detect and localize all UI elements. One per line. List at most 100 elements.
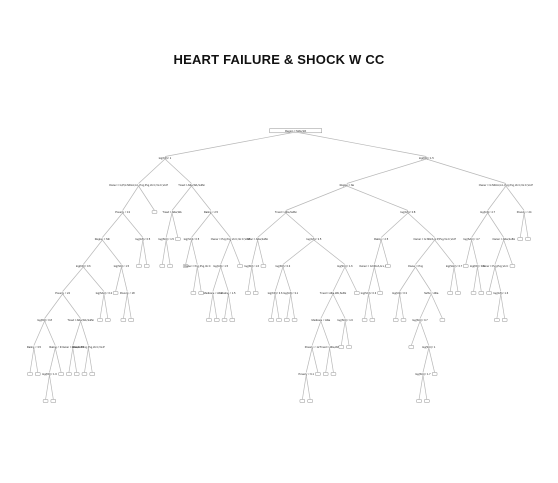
split-label: log(SCt)< 1.6 <box>337 318 353 322</box>
tree-edge <box>496 293 502 319</box>
tree-edge <box>33 347 39 373</box>
tree-edge <box>210 212 231 238</box>
tree-edge <box>72 320 81 346</box>
tree-edge <box>286 293 292 319</box>
tree-edge <box>523 212 529 238</box>
split-label: Tmed = Allta,WA <box>320 345 340 349</box>
split-label: Medicare < Allta <box>204 291 223 295</box>
leaf-node <box>221 318 228 322</box>
split-label: Rating < 3.5 <box>27 345 42 349</box>
tree-edge <box>171 212 179 238</box>
tree-edge <box>500 293 506 319</box>
leaf-node <box>136 264 142 268</box>
leaf-node <box>377 291 383 295</box>
tree-edge <box>415 266 432 292</box>
split-label: Region = Ne <box>340 183 355 187</box>
tree-edge <box>477 266 482 292</box>
leaf-node <box>190 291 197 295</box>
split-label: Rating < 2.5 <box>374 237 389 241</box>
tree-edge <box>165 239 171 265</box>
tree-edge <box>332 266 346 292</box>
split-label: log(SAC)< 0.7 <box>446 264 463 268</box>
split-label: log(KD)< 1.5 <box>419 156 434 160</box>
leaf-node <box>183 264 189 268</box>
tree-edge <box>305 347 313 373</box>
split-label: Tmed = Allta,WA <box>162 210 182 214</box>
tree-edge <box>185 239 192 265</box>
split-label: log(SCt)< 0.7 <box>412 318 428 322</box>
split-label: log(KD)< 1.6 <box>244 264 259 268</box>
tree-edge <box>62 266 84 292</box>
tree-edge <box>449 266 455 292</box>
leaf-node <box>494 318 500 322</box>
tree-edge <box>68 347 74 373</box>
leaf-node <box>463 264 469 268</box>
tree-edge <box>305 374 311 400</box>
split-label: log(GS)< 0.8 <box>401 210 416 214</box>
split-label: Poverty < 18 <box>120 291 135 295</box>
leaf-node <box>268 318 274 322</box>
split-label: log(KD)< 1.6 <box>470 264 485 268</box>
split-label: Owner = G:NDcA,G:P,Pvg,Vo:C,Vo:P <box>413 237 456 241</box>
leaf-node <box>400 318 407 322</box>
tree-edge <box>282 239 315 265</box>
tree-edge <box>138 185 155 211</box>
split-label: log(KD)< 0.8 <box>37 318 52 322</box>
leaf-node <box>315 372 321 376</box>
leaf-node <box>525 237 531 241</box>
tree-edge <box>325 347 330 373</box>
tree-edge <box>193 266 198 292</box>
leaf-node <box>214 318 220 322</box>
split-label: log(GS)< 1.5 <box>213 264 228 268</box>
tree-edge <box>395 293 400 319</box>
tree-edge <box>171 185 192 211</box>
tree-edge <box>295 131 427 157</box>
split-label: log(SAC)< 0.2 <box>96 291 113 295</box>
leaf-node <box>502 318 508 322</box>
split-label: Owner = Allta,Suffsi <box>492 237 515 241</box>
tree-edge <box>191 185 212 211</box>
leaf-node <box>323 372 329 376</box>
tree-edge <box>212 266 221 292</box>
leaf-node <box>50 399 56 403</box>
root-node-box <box>269 128 322 134</box>
tree-edge <box>311 320 322 346</box>
tree-edge <box>426 158 506 184</box>
tree-edge <box>282 266 292 292</box>
leaf-node <box>369 318 376 322</box>
split-label: Mfac = Allta,Suffsi <box>247 237 268 241</box>
tree-edge <box>410 320 421 346</box>
tree-edge <box>473 266 478 292</box>
split-label: Tmed = Allta,WA,Suffsi <box>320 291 347 295</box>
split-label: log(GS)< 3.1 <box>283 291 298 295</box>
tree-edge <box>49 347 56 373</box>
split-label: Rating < 2.5 <box>204 210 219 214</box>
tree-edge <box>257 212 286 238</box>
tree-edge <box>380 212 409 238</box>
split-label: log(GS)< 4.7 <box>480 210 495 214</box>
tree-edge <box>285 185 347 211</box>
tree-edge <box>364 293 369 319</box>
leaf-node <box>159 264 165 268</box>
leaf-node <box>206 318 212 322</box>
tree-edge <box>422 347 430 373</box>
tree-edge <box>115 266 122 292</box>
tree-edge <box>320 320 330 346</box>
split-label: Owner = Pvg,Pvg,Vo:C,Vo:P <box>72 345 105 349</box>
tree-edge <box>224 293 229 319</box>
leaf-node <box>330 372 337 376</box>
split-label: log(KD)< 1.6 <box>42 372 57 376</box>
leaf-node <box>447 291 453 295</box>
tree-edge <box>62 293 81 319</box>
split-label: Poverty < 9.1 <box>299 372 315 376</box>
leaf-node <box>198 291 204 295</box>
leaf-node <box>307 399 313 403</box>
split-label: log(GS)< 0.5 <box>135 237 150 241</box>
leaf-node <box>385 264 391 268</box>
leaf-node <box>455 291 461 295</box>
tree-edge <box>274 293 280 319</box>
leaf-node <box>439 318 446 322</box>
tree-edge <box>380 239 389 265</box>
tree-edge <box>274 266 284 292</box>
tree-edge <box>196 266 202 292</box>
